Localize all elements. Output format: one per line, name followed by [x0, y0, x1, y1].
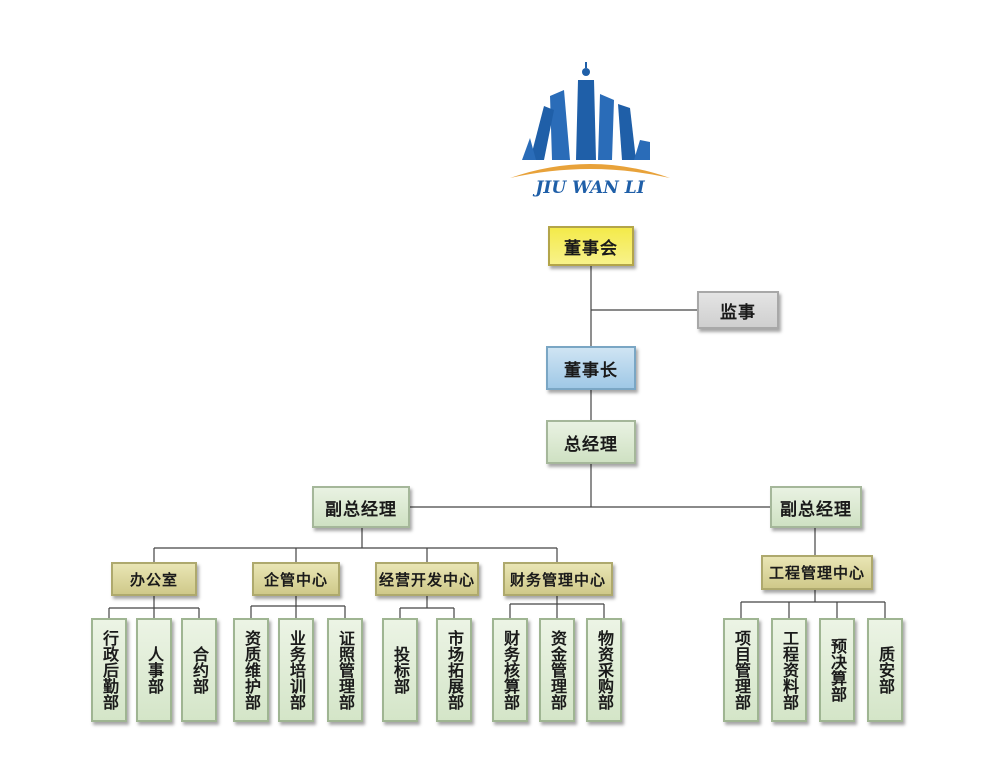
- node-dept-hr: 人事部: [136, 618, 172, 722]
- node-supervisor: 监事: [697, 291, 779, 329]
- company-logo: JIU WAN LI: [500, 60, 680, 200]
- node-dept-contracts: 合约部: [181, 618, 217, 722]
- node-vp-left: 副总经理: [312, 486, 410, 528]
- node-dept-funds: 资金管理部: [539, 618, 575, 722]
- node-dept-projects: 项目管理部: [723, 618, 759, 722]
- node-center-office: 办公室: [111, 562, 197, 596]
- logo-text: JIU WAN LI: [532, 178, 645, 198]
- node-board: 董事会: [548, 226, 634, 266]
- node-dept-qualification: 资质维护部: [233, 618, 269, 722]
- node-center-engineering: 工程管理中心: [761, 555, 873, 590]
- node-center-business: 经营开发中心: [375, 562, 479, 596]
- node-center-management: 企管中心: [252, 562, 340, 596]
- node-chairman: 董事长: [546, 346, 636, 390]
- node-dept-bidding: 投标部: [382, 618, 418, 722]
- node-general-manager: 总经理: [546, 420, 636, 464]
- node-dept-budgeting: 预决算部: [819, 618, 855, 722]
- node-dept-training: 业务培训部: [278, 618, 314, 722]
- node-center-finance: 财务管理中心: [503, 562, 613, 596]
- node-dept-accounting: 财务核算部: [492, 618, 528, 722]
- node-dept-market: 市场拓展部: [436, 618, 472, 722]
- node-dept-quality-safety: 质安部: [867, 618, 903, 722]
- node-dept-engineering-docs: 工程资料部: [771, 618, 807, 722]
- node-vp-right: 副总经理: [770, 486, 862, 528]
- node-dept-procurement: 物资采购部: [586, 618, 622, 722]
- node-dept-admin-logistics: 行政后勤部: [91, 618, 127, 722]
- node-dept-licenses: 证照管理部: [327, 618, 363, 722]
